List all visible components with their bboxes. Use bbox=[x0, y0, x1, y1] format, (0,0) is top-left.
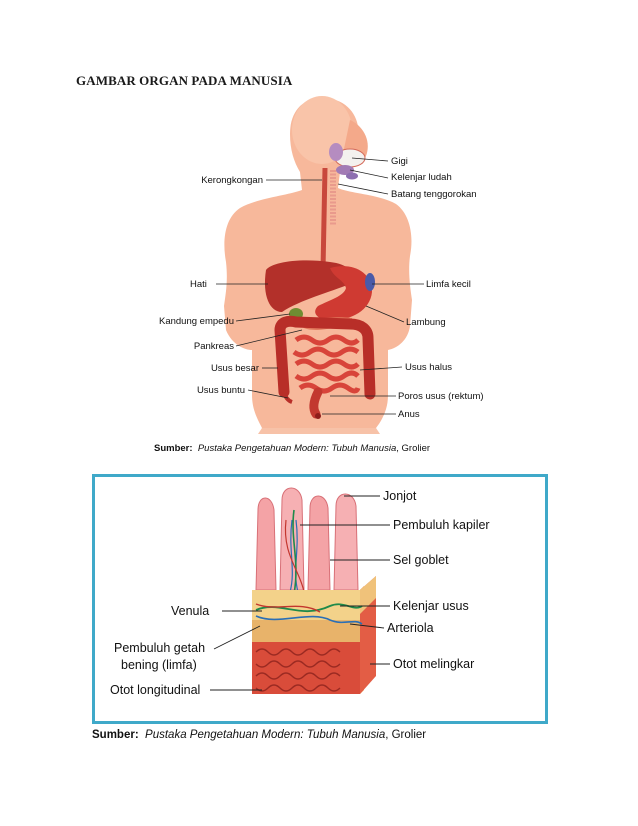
villi-figure: Jonjot Pembuluh kapiler Sel goblet Venul… bbox=[110, 487, 490, 697]
stomach bbox=[315, 266, 372, 321]
small-intestine bbox=[292, 334, 361, 394]
source2-publisher: , Grolier bbox=[385, 729, 427, 741]
spleen bbox=[365, 273, 375, 291]
source2-prefix: Sumber: bbox=[92, 729, 139, 741]
label-anus: Anus bbox=[398, 409, 420, 420]
page-title: GAMBAR ORGAN PADA MANUSIA bbox=[76, 73, 293, 88]
esophagus bbox=[320, 167, 328, 271]
label-otot-melingkar: Otot melingkar bbox=[393, 657, 474, 671]
label-pembuluh-getah-line1: Pembuluh getah bbox=[114, 641, 205, 655]
label-poros-usus: Poros usus (rektum) bbox=[398, 391, 484, 402]
label-pembuluh-getah-line2: bening (limfa) bbox=[121, 658, 197, 672]
digestive-system-figure: Gigi Kelenjar ludah Batang tenggorokan K… bbox=[159, 96, 484, 434]
label-arteriola: Arteriola bbox=[387, 621, 434, 635]
source-prefix: Sumber: bbox=[154, 443, 193, 454]
label-otot-longitudinal: Otot longitudinal bbox=[110, 683, 200, 697]
source2-title: Pustaka Pengetahuan Modern: Tubuh Manusi… bbox=[145, 729, 386, 741]
label-kandung-empedu: Kandung empedu bbox=[159, 316, 234, 327]
label-venula: Venula bbox=[171, 604, 209, 618]
label-kerongkongan: Kerongkongan bbox=[201, 175, 263, 186]
label-pembuluh-kapiler: Pembuluh kapiler bbox=[393, 518, 490, 532]
source-title: Pustaka Pengetahuan Modern: Tubuh Manusi… bbox=[197, 443, 397, 454]
label-usus-besar: Usus besar bbox=[211, 363, 259, 374]
label-usus-buntu: Usus buntu bbox=[197, 385, 245, 396]
anus bbox=[315, 413, 321, 419]
leader-lines bbox=[216, 157, 424, 415]
source-publisher: , Grolier bbox=[396, 443, 431, 454]
villi-leader-lines bbox=[210, 495, 390, 691]
label-jonjot: Jonjot bbox=[383, 489, 417, 503]
figure2-source: Sumber: Pustaka Pengetahuan Modern: Tubu… bbox=[92, 729, 426, 741]
label-gigi: Gigi bbox=[391, 156, 408, 167]
label-batang-tenggorokan: Batang tenggorokan bbox=[391, 189, 477, 200]
label-kelenjar-usus: Kelenjar usus bbox=[393, 599, 469, 613]
villi-figure-frame bbox=[92, 474, 548, 724]
figure1-source: Sumber: Pustaka Pengetahuan Modern: Tubu… bbox=[154, 443, 430, 454]
intestinal-wall-block bbox=[252, 576, 376, 694]
label-limfa-kecil: Limfa kecil bbox=[426, 279, 471, 290]
liver bbox=[264, 260, 352, 312]
label-hati: Hati bbox=[190, 279, 207, 290]
label-lambung: Lambung bbox=[406, 317, 446, 328]
large-intestine bbox=[274, 315, 376, 400]
label-usus-halus: Usus halus bbox=[405, 362, 452, 373]
label-sel-goblet: Sel goblet bbox=[393, 553, 449, 567]
label-kelenjar-ludah: Kelenjar ludah bbox=[391, 172, 452, 183]
appendix bbox=[282, 391, 293, 404]
label-pankreas: Pankreas bbox=[194, 341, 234, 352]
rectum bbox=[309, 387, 323, 419]
mouth-region bbox=[329, 143, 366, 180]
villi bbox=[255, 487, 359, 595]
